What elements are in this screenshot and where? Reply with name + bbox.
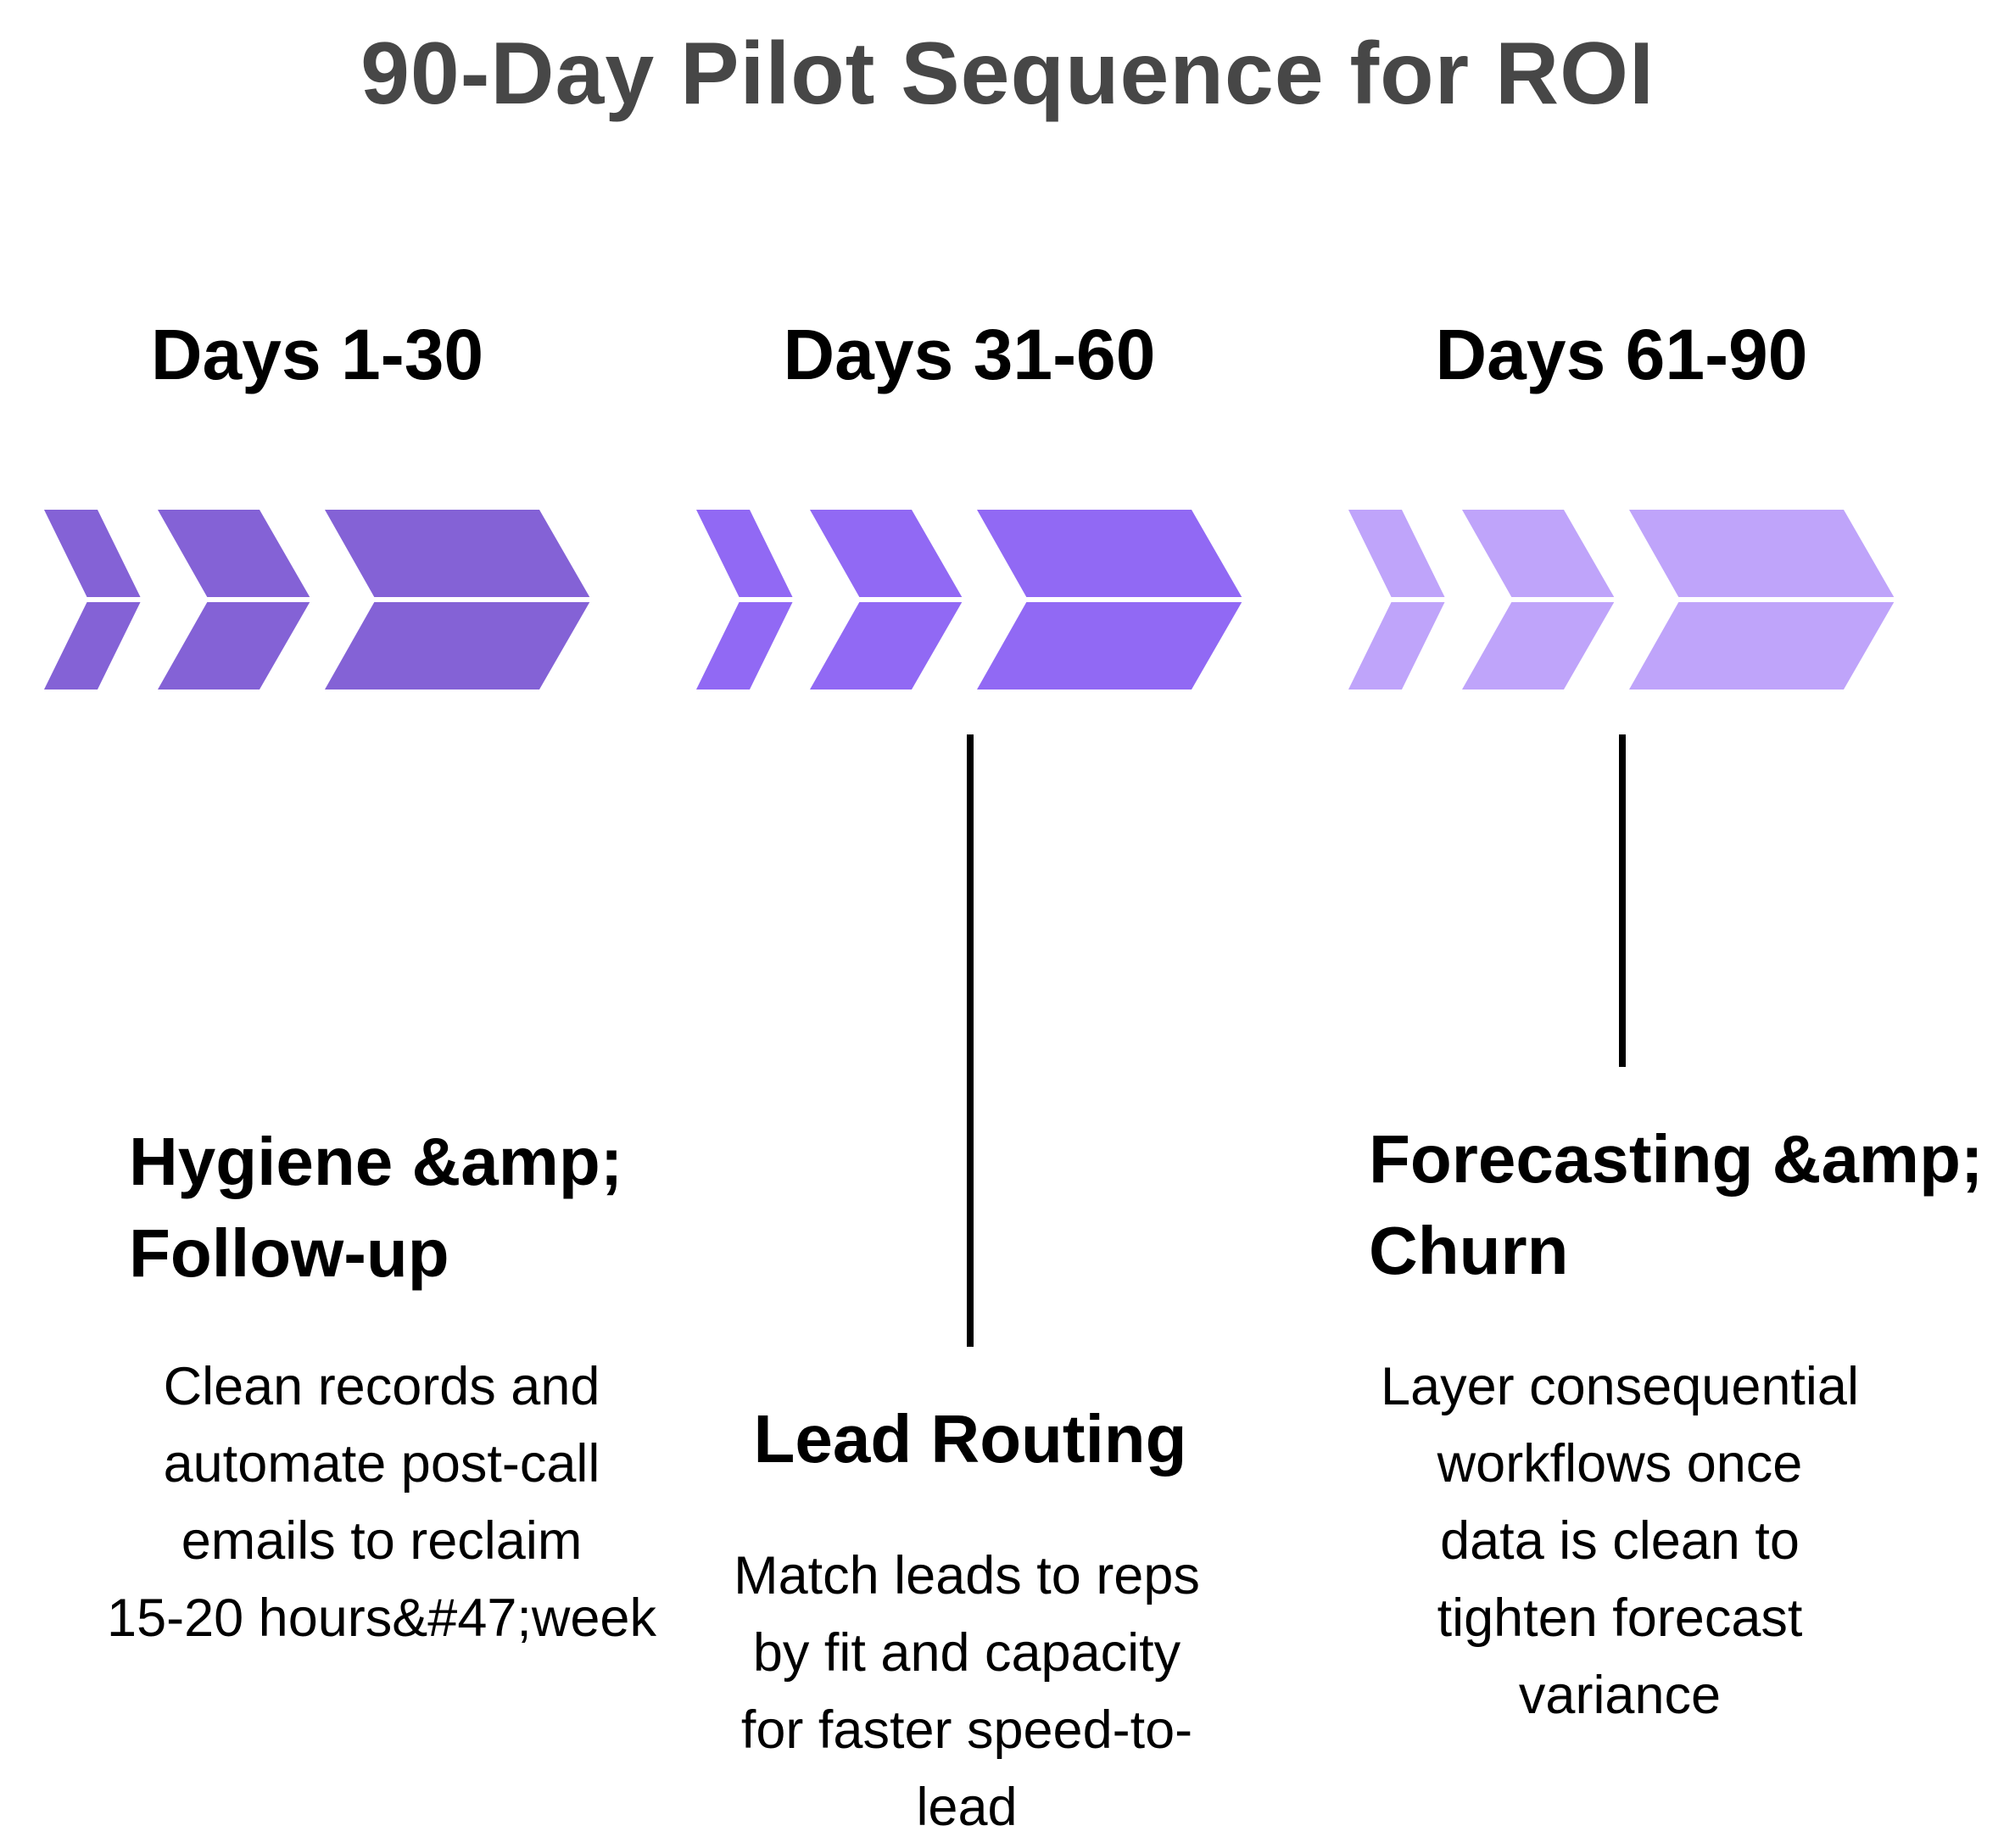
phase-1-label: Days 1-30	[150, 315, 484, 394]
phase-1-chevrons	[34, 510, 602, 690]
phase-2-connector	[967, 734, 974, 1347]
phase-3-connector	[1619, 734, 1626, 1067]
phase-3-heading: Forecasting &amp; Churn	[1369, 1121, 1984, 1288]
phase-3-chevrons	[1338, 510, 1906, 690]
phase-2-label: Days 31-60	[783, 315, 1156, 394]
phase-3-description: Layer consequential workflows once data …	[1381, 1357, 1859, 1725]
diagram-title: 90-Day Pilot Sequence for ROI	[360, 25, 1655, 123]
phase-3-label: Days 61-90	[1435, 315, 1808, 394]
phase-2-description: Match leads to reps by fit and capacity …	[734, 1546, 1200, 1837]
chevron-timeline	[34, 510, 1906, 690]
phase-1-heading: Hygiene &amp; Follow-up	[129, 1124, 623, 1291]
phase-2-heading: Lead Routing	[753, 1401, 1187, 1477]
phase-1-description: Clean records and automate post-call ema…	[107, 1357, 656, 1648]
phase-2-chevrons	[686, 510, 1254, 690]
